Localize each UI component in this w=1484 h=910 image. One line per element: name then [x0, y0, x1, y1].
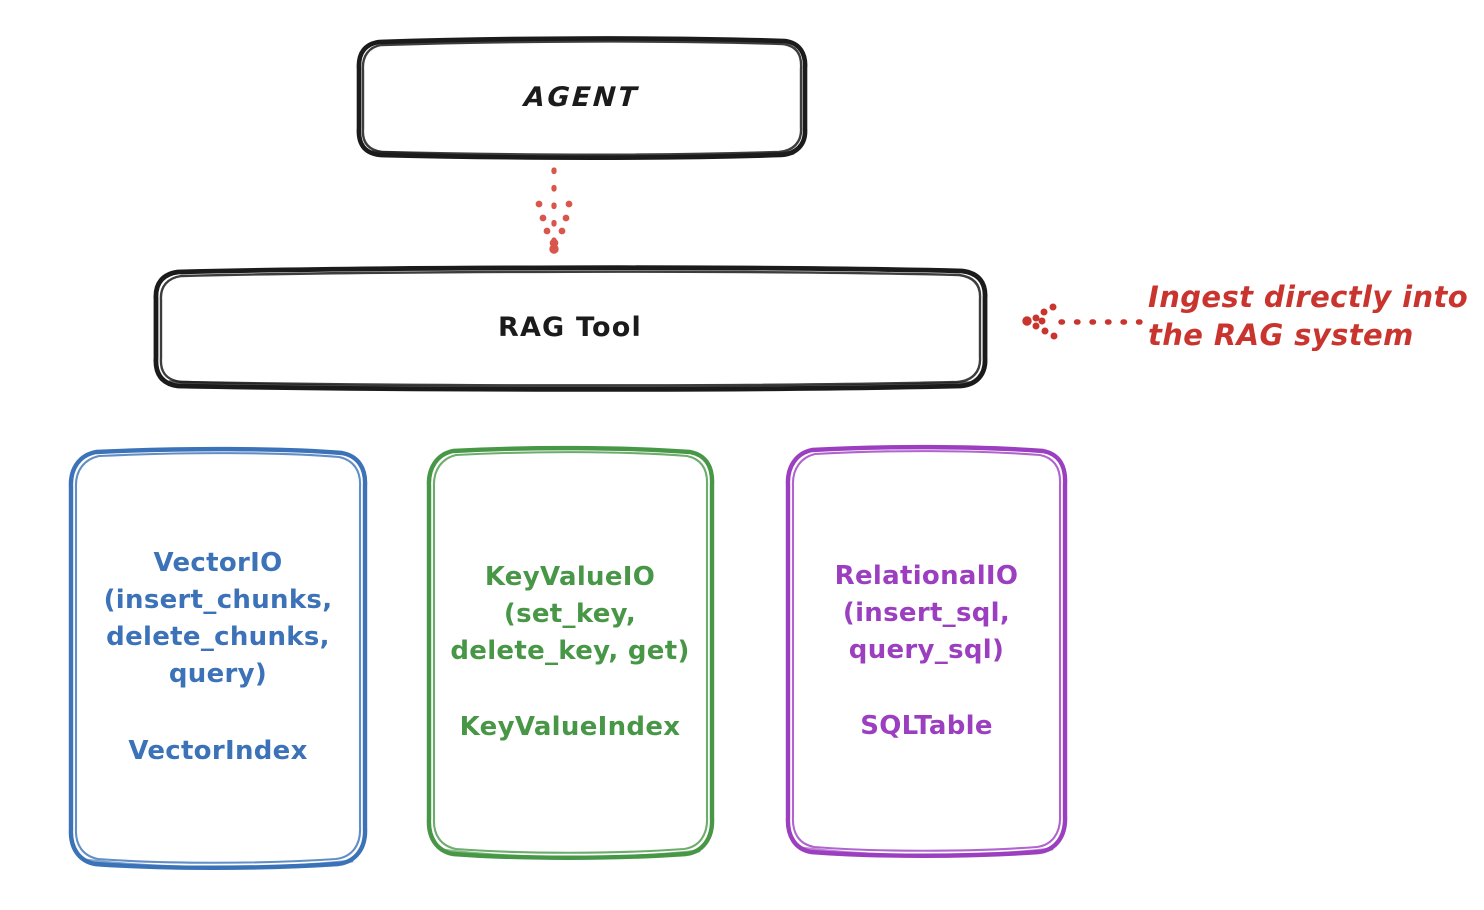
- relational-io-label: RelationalIO (insert_sql, query_sql): [834, 560, 1019, 665]
- node-relational-io[interactable]: RelationalIO (insert_sql, query_sql) SQL…: [788, 450, 1065, 853]
- sql-table-label: SQLTable: [860, 711, 993, 742]
- node-rag-tool[interactable]: RAG Tool: [155, 270, 985, 386]
- vector-io-label: VectorIO (insert_chunks, delete_chunks, …: [103, 548, 333, 689]
- node-vector-io[interactable]: VectorIO (insert_chunks, delete_chunks, …: [70, 450, 366, 865]
- key-value-index-label: KeyValueIndex: [459, 712, 681, 743]
- agent-to-rag-arrow: [535, 167, 573, 254]
- rag-tool-label: RAG Tool: [497, 311, 643, 343]
- annotation-ingest-directly: Ingest directly into the RAG system: [1148, 280, 1469, 353]
- node-agent[interactable]: AGENT: [358, 40, 806, 156]
- vector-index-label: VectorIndex: [128, 735, 308, 766]
- ingest-arrow: [1022, 303, 1143, 340]
- key-value-io-label: KeyValueIO (set_key, delete_key, get): [450, 561, 690, 666]
- agent-label: AGENT: [523, 81, 641, 113]
- node-key-value-io[interactable]: KeyValueIO (set_key, delete_key, get) Ke…: [428, 450, 712, 855]
